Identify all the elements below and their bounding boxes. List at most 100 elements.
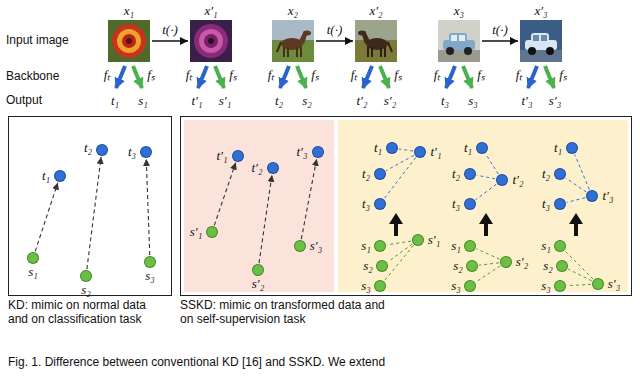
embedding-point: s′₁ xyxy=(413,235,423,245)
embedding-point: t₂ xyxy=(555,169,565,179)
horse-leg xyxy=(367,47,369,57)
petals-inner xyxy=(199,29,223,53)
flower-center xyxy=(204,34,218,48)
teacher-arrow xyxy=(446,66,455,88)
car-wheel xyxy=(464,47,472,55)
embedding-point: t₁ xyxy=(387,143,397,153)
embedding-point: s₃ xyxy=(555,281,565,291)
flower-image xyxy=(108,20,150,62)
symbol-label: fₜ xyxy=(516,65,523,83)
image-ground xyxy=(190,20,232,62)
embedding-point: s′₂ xyxy=(253,265,263,275)
relation-line xyxy=(567,284,591,285)
image-ground xyxy=(520,20,562,62)
teacher-arrow xyxy=(363,66,372,88)
point-label: t₃ xyxy=(128,144,136,160)
image-node: x′₁ xyxy=(190,20,232,62)
embedding-point: t′₂ xyxy=(497,175,507,185)
horse-head xyxy=(358,31,366,36)
relation-line xyxy=(479,263,499,265)
car-image xyxy=(438,20,480,62)
symbol-label: s₁ xyxy=(138,93,148,109)
relation-line xyxy=(399,149,413,151)
relation-line xyxy=(386,155,414,170)
symbol-label: fₛ xyxy=(394,65,402,83)
embedding-point: t′₁ xyxy=(233,151,243,161)
transform-arrow xyxy=(316,40,353,41)
point-label: t′₁ xyxy=(431,144,442,160)
point-label: t₁ xyxy=(464,140,472,156)
embedding-point: t′₂ xyxy=(268,163,278,173)
relation-line xyxy=(567,198,585,203)
car-window xyxy=(541,35,547,41)
sky xyxy=(355,20,397,40)
mimic-arrow xyxy=(259,175,272,263)
panel-box: KD: mimic on normal data and on classifi… xyxy=(8,116,172,296)
point-label: s₂ xyxy=(543,258,553,274)
relation-line xyxy=(388,244,413,262)
student-arrow xyxy=(380,66,389,88)
point-label: t₂ xyxy=(84,140,92,156)
embedding-point: s₃ xyxy=(145,257,155,267)
point-label: t₂ xyxy=(362,166,370,182)
point-label: s₃ xyxy=(541,278,551,294)
point-label: s′₃ xyxy=(608,276,620,292)
point-label: s₁ xyxy=(28,264,38,280)
image-node: x′₃ xyxy=(520,20,562,62)
relation-line xyxy=(566,178,586,192)
embedding-point: t₃ xyxy=(375,199,385,209)
embedding-point: t′₁ xyxy=(415,147,425,157)
symbol-label: t₁ xyxy=(111,93,119,109)
symbol-label: fₜ xyxy=(351,65,358,83)
symbol-label: t₃ xyxy=(441,93,449,109)
horse-tail xyxy=(277,42,281,52)
embedding-point: s′₃ xyxy=(593,279,603,289)
image-ground xyxy=(108,20,150,62)
image-ground xyxy=(438,20,480,62)
embedding-point: t′₃ xyxy=(313,147,323,157)
relation-line xyxy=(575,154,590,189)
image-label: x′₃ xyxy=(534,3,547,19)
mimic-arrow xyxy=(87,157,101,269)
embedding-point: s′₂ xyxy=(501,257,511,267)
embedding-point: t₂ xyxy=(97,145,107,155)
point-label: t′₃ xyxy=(603,188,614,204)
student-arrow xyxy=(133,66,142,88)
figure-caption: Fig. 1. Difference between conventional … xyxy=(8,355,385,369)
point-label: t₃ xyxy=(452,196,460,212)
relation-line xyxy=(486,154,499,174)
relation-line xyxy=(568,269,591,281)
relation-line xyxy=(477,175,495,178)
image-label: x₁ xyxy=(124,3,134,19)
relation-line xyxy=(476,184,497,200)
horse-leg xyxy=(380,47,382,57)
car-window xyxy=(451,35,457,41)
embedding-point: s₂ xyxy=(557,261,567,271)
embedding-point: t₂ xyxy=(465,169,475,179)
embedding-point: t₃ xyxy=(555,199,565,209)
horse-head xyxy=(303,31,311,36)
symbol-label: t₂ xyxy=(275,93,283,109)
point-label: t₁ xyxy=(42,168,50,184)
transform-arrow xyxy=(482,40,518,41)
student-arrow xyxy=(297,66,306,88)
mimic-block-arrow xyxy=(479,213,493,236)
point-label: s′₃ xyxy=(310,238,322,254)
point-label: s₁ xyxy=(361,238,371,254)
symbol-label: s₃ xyxy=(468,93,478,109)
car-window xyxy=(533,35,539,41)
relation-line xyxy=(476,249,499,259)
embedding-point: s′₁ xyxy=(207,227,217,237)
image-label: x₂ xyxy=(288,3,298,19)
symbol-label: fₛ xyxy=(147,65,155,83)
edge-label: t(·) xyxy=(325,23,345,37)
embedding-point: s₁ xyxy=(465,241,475,251)
panel-box: SSKD: mimic on transformed data and on s… xyxy=(180,116,632,296)
flower-core xyxy=(126,38,132,44)
embedding-point: t₃ xyxy=(465,199,475,209)
backbone-arrows xyxy=(116,66,554,88)
flower-center xyxy=(122,34,136,48)
embedding-point: s′₃ xyxy=(295,241,305,251)
panel-caption: SSKD: mimic on transformed data and on s… xyxy=(180,298,395,327)
edge-label: t(·) xyxy=(160,23,180,37)
